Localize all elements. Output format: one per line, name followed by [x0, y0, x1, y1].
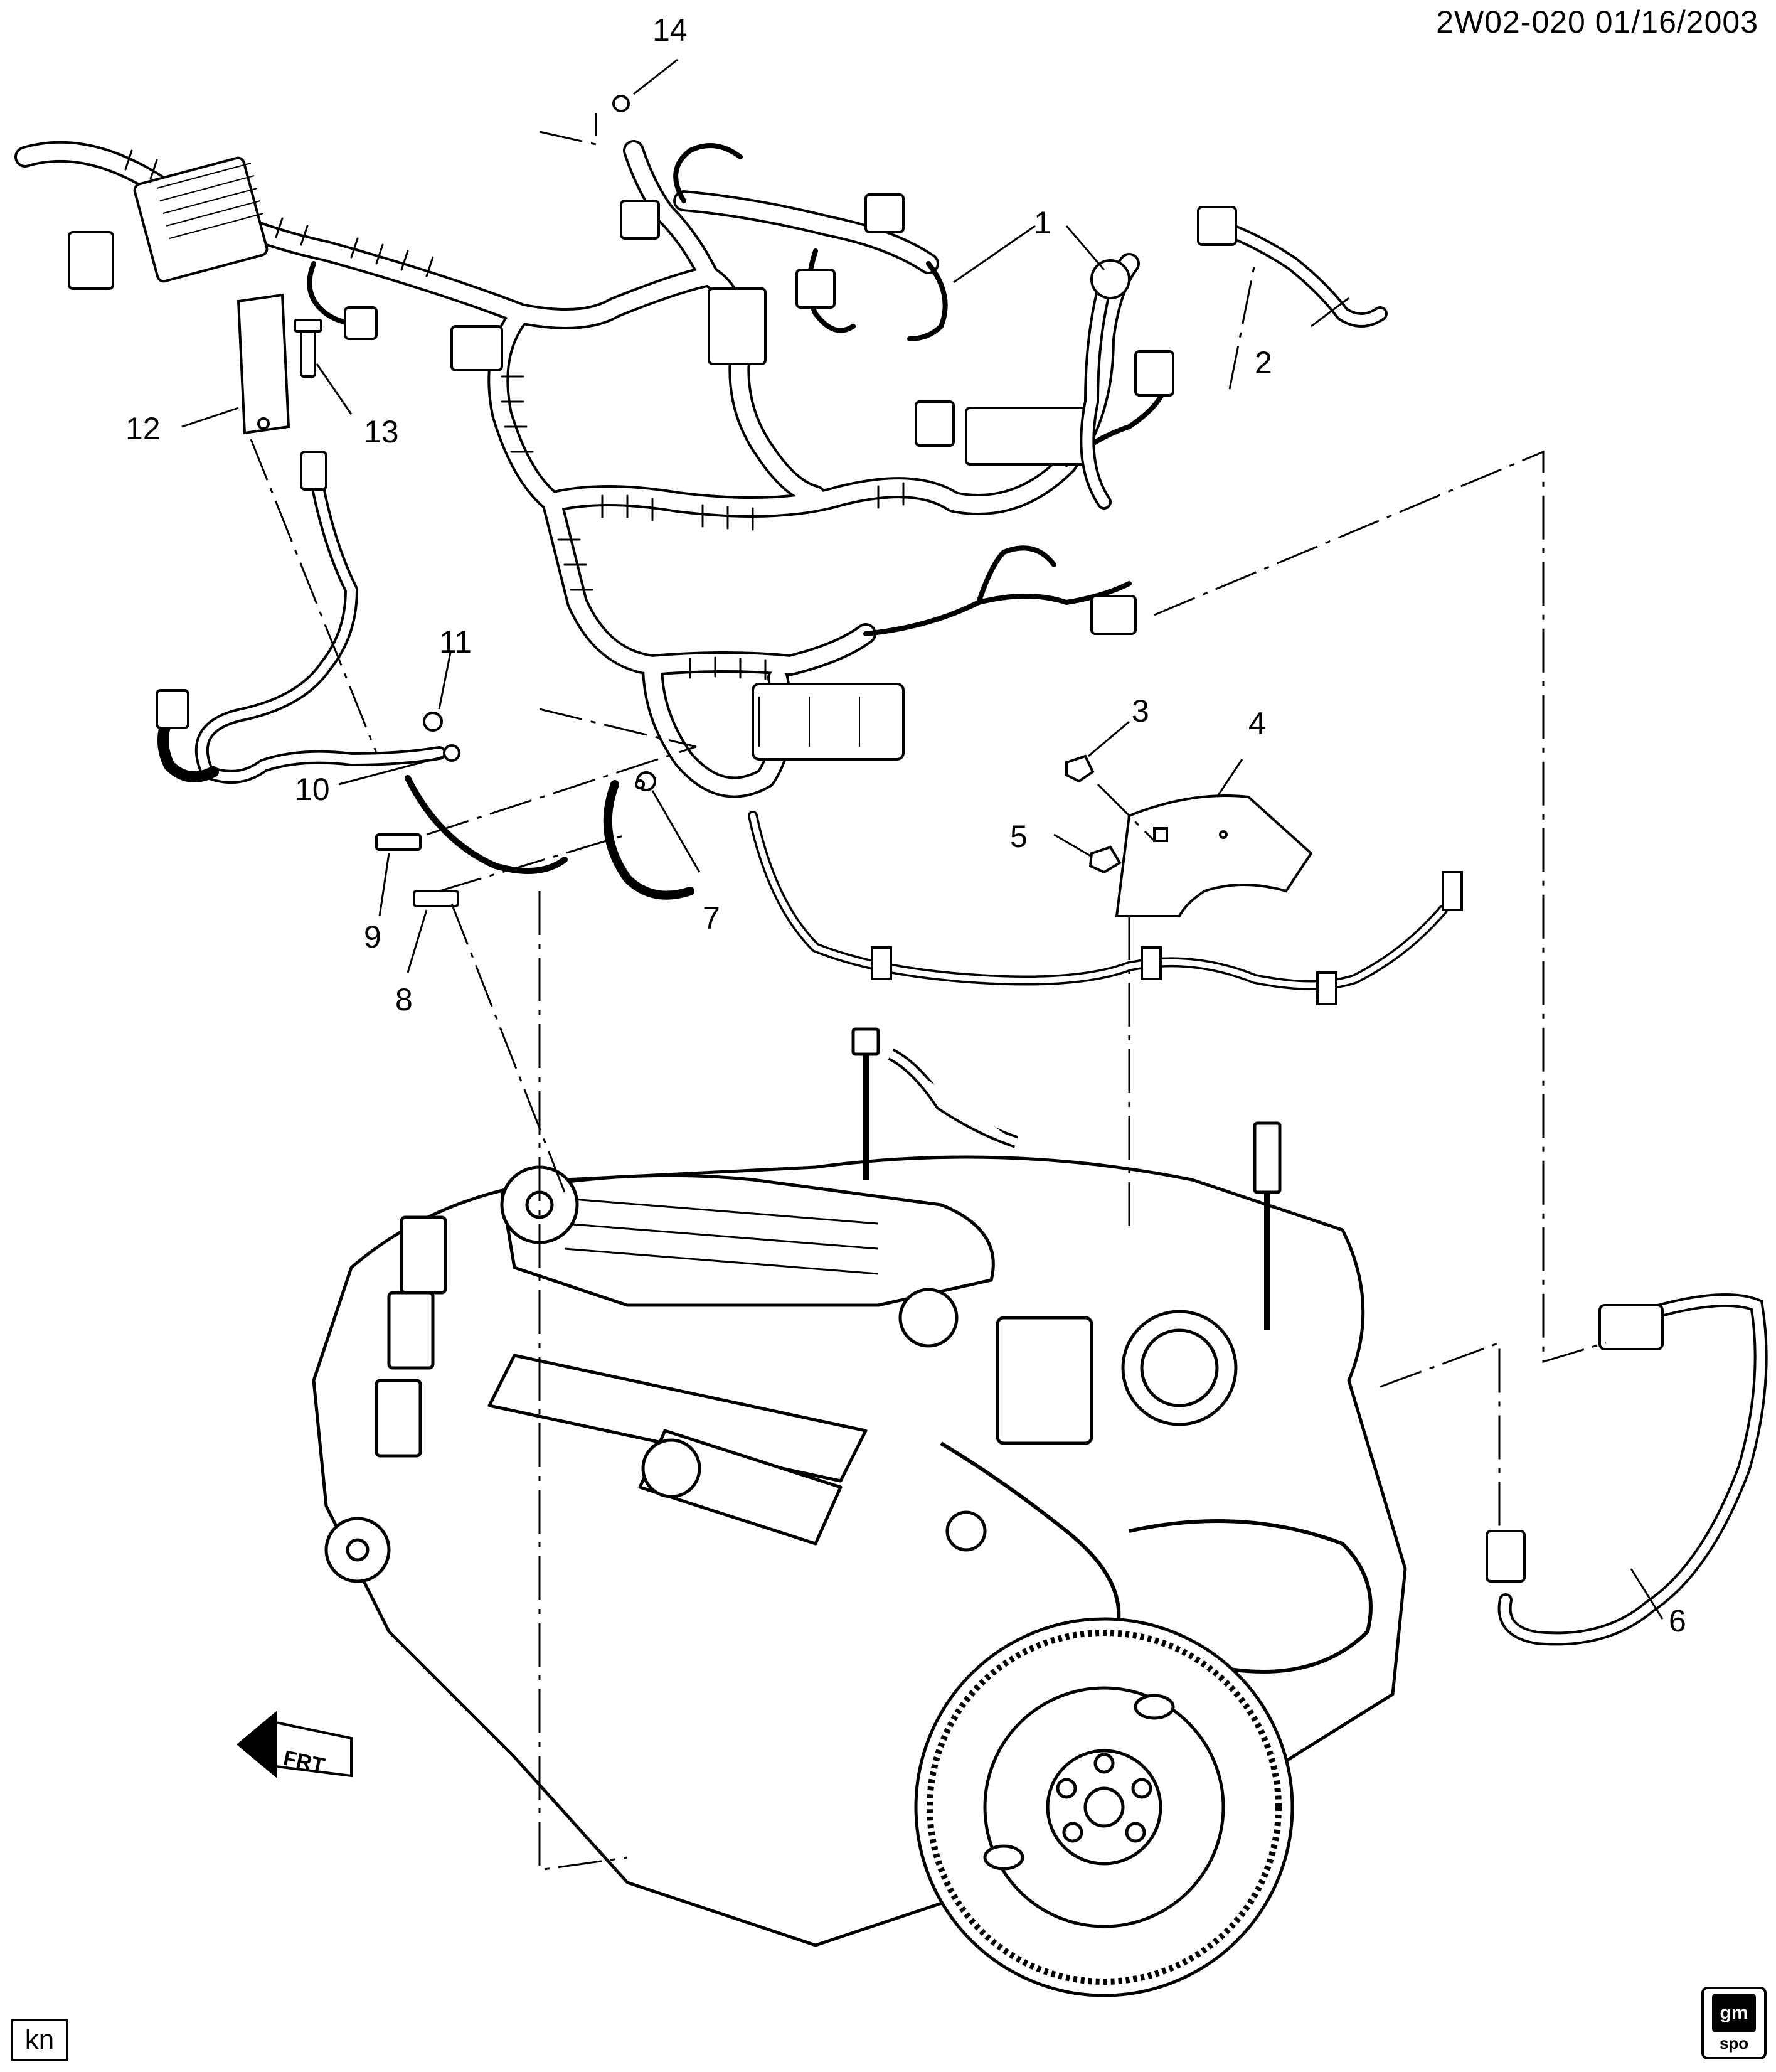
nut-item-10 — [443, 744, 460, 762]
callout-10: 10 — [295, 772, 330, 807]
harness-connectors — [68, 156, 1174, 761]
heat-shield-item-4 — [1115, 794, 1313, 917]
front-arrow-icon: FRT — [236, 1710, 353, 1779]
callout-6: 6 — [1669, 1603, 1686, 1638]
flywheel — [914, 1617, 1294, 1997]
callout-14: 14 — [652, 13, 688, 48]
bolt-item-8 — [413, 890, 459, 907]
nut-item-5 — [1088, 845, 1122, 874]
gm-spo-logo: gm spo — [1701, 1987, 1767, 2059]
lower-harness-branch — [405, 775, 1463, 1005]
bolt-item-9 — [375, 833, 422, 851]
fasteners — [375, 95, 656, 907]
callout-11: 11 — [439, 624, 472, 660]
callout-5: 5 — [1010, 819, 1028, 854]
o2-sensor-harness-item-6 — [1486, 1293, 1768, 1646]
callout-8: 8 — [395, 982, 413, 1017]
nut-item-11 — [423, 712, 443, 732]
left-pigtail-harness — [156, 451, 446, 784]
callout-12: 12 — [125, 411, 161, 446]
callout-3: 3 — [1132, 693, 1149, 729]
callout-4: 4 — [1248, 706, 1266, 741]
callout-9: 9 — [364, 919, 381, 954]
reference-lines — [250, 113, 1607, 1871]
leader-lines — [181, 58, 1664, 1620]
nut-item-14 — [612, 95, 630, 112]
callout-labels: 1 2 3 4 5 6 7 8 9 10 11 12 13 14 — [125, 13, 1686, 1638]
engine-wiring-harness — [14, 140, 1169, 798]
harness-sensor-loop — [1080, 259, 1130, 510]
bracket-item-12 — [237, 293, 290, 435]
artist-initials-box: kn — [11, 2019, 68, 2061]
gm-logo-mark: gm — [1712, 1993, 1756, 2032]
callout-13: 13 — [364, 414, 399, 449]
callout-2: 2 — [1255, 345, 1272, 380]
harness-jumper-item-2 — [1197, 206, 1388, 328]
diagram-code-date: 2W02-020 01/16/2003 — [1436, 4, 1758, 40]
callout-7: 7 — [703, 900, 720, 936]
bolt-item-3 — [1065, 754, 1095, 783]
callout-1: 1 — [1034, 205, 1051, 240]
spo-logo-text: spo — [1719, 2033, 1749, 2053]
bolt-item-13 — [294, 319, 322, 378]
